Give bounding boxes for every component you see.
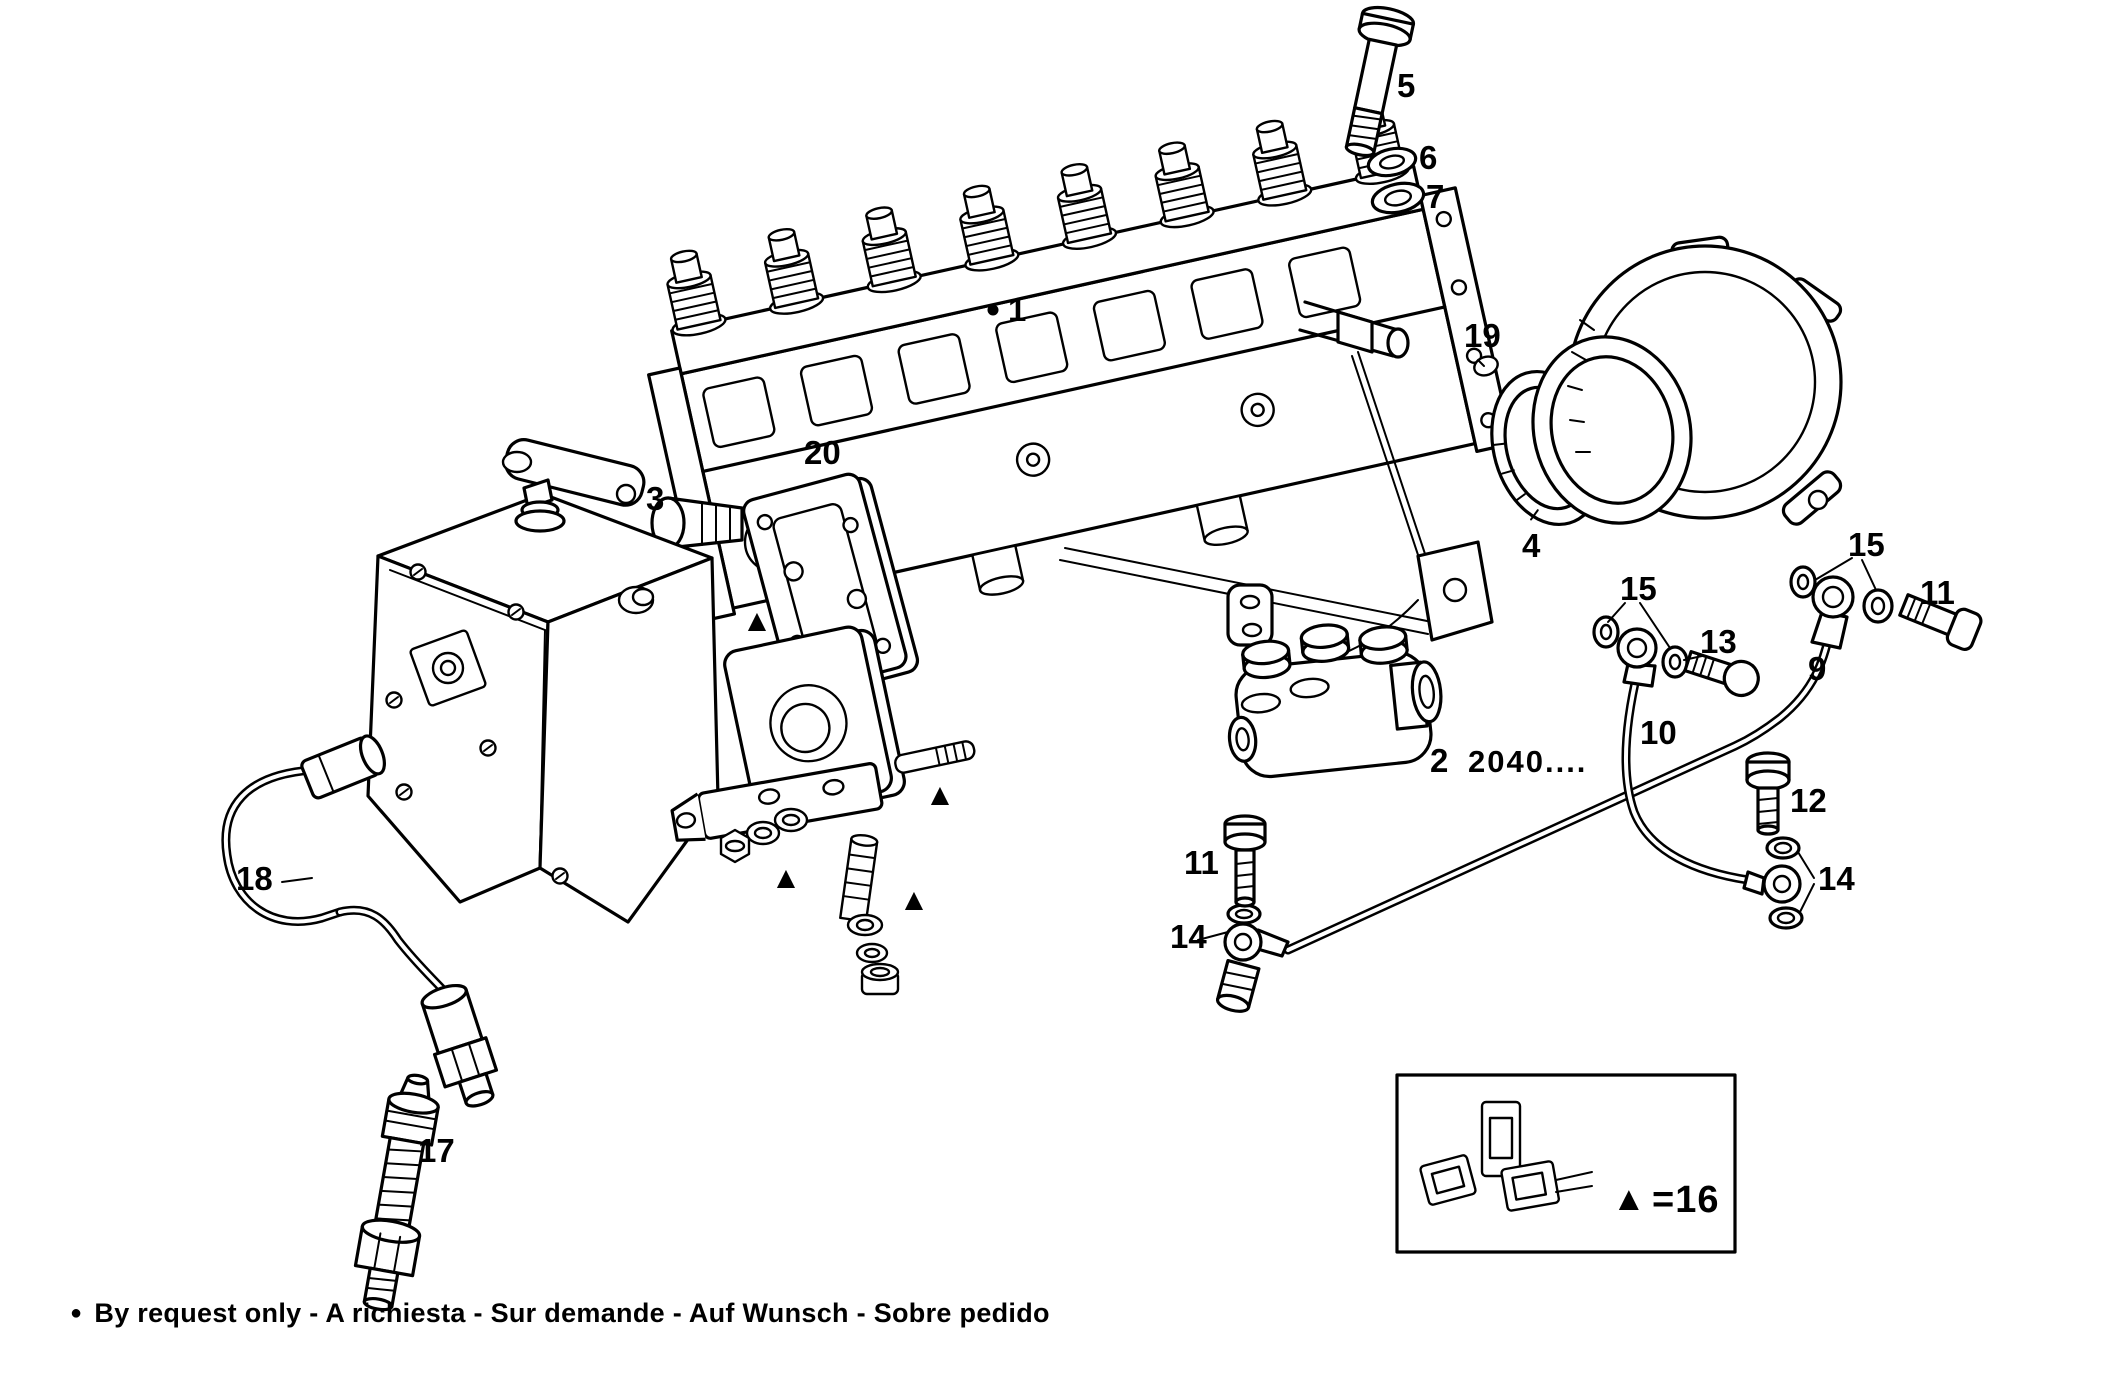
part-label-11b: 11 [1184, 844, 1219, 881]
fuel-pipe-10 [1592, 615, 1804, 930]
triangle-marker-1: ▲ [742, 603, 773, 638]
part-label-2: 2 [1430, 742, 1448, 779]
part-label-18: 18 [236, 860, 273, 897]
footnote: ● By request only - A richiesta - Sur dem… [70, 1298, 1050, 1329]
washer-6 [1366, 146, 1418, 178]
overflow-valve [1227, 623, 1443, 779]
part-label-5: 5 [1397, 67, 1415, 104]
part-label-15a: 15 [1848, 526, 1885, 563]
triangle-marker-2: ▲ [925, 777, 956, 812]
part-label-15b: 15 [1620, 570, 1657, 607]
part-label-2-code: 2040.... [1468, 744, 1587, 779]
mounting-bracket [670, 762, 884, 842]
governor-housing [366, 438, 720, 924]
part-label-12: 12 [1790, 782, 1827, 819]
part-label-11a: 11 [1920, 574, 1955, 611]
part-label-17: 17 [418, 1132, 455, 1169]
bolt-5 [1344, 5, 1416, 158]
part-label-14b: 14 [1170, 918, 1207, 955]
leader-lines [281, 557, 1877, 941]
legend-box: ▲ =16 [1395, 1073, 1737, 1254]
triangle-marker-4: ▲ [899, 882, 930, 917]
part-label-3: 3 [646, 480, 664, 517]
fuel-pipe-9 [1215, 565, 1894, 1013]
pump-base-edge [1059, 540, 1494, 666]
bolt-11-right [1898, 593, 1983, 652]
footnote-bullet-icon: ● [70, 1302, 83, 1324]
bolt-11-left [1223, 814, 1267, 908]
part-label-19: 19 [1464, 317, 1501, 354]
stud-horizontal [894, 740, 976, 774]
bolt-12 [1745, 751, 1791, 836]
pump-mounting-lug [1226, 583, 1274, 647]
part-label-13: 13 [1700, 623, 1737, 660]
bracket-nuts [719, 807, 809, 864]
part-label-10: 10 [1640, 714, 1677, 751]
legend-triangle-symbol: ▲ [1612, 1180, 1646, 1218]
triangle-markers: ▲ ▲ ▲ ▲ [742, 603, 956, 917]
footnote-text: By request only - A richiesta - Sur dema… [94, 1298, 1050, 1328]
stud-washers [846, 913, 900, 996]
stud-vertical [839, 833, 879, 923]
timing-cover [1531, 235, 1843, 526]
clip-19 [1473, 355, 1499, 377]
part-label-6: 6 [1419, 139, 1437, 176]
part-label-14a: 14 [1818, 860, 1855, 897]
washer-7 [1370, 181, 1426, 215]
triangle-marker-3: ▲ [771, 860, 802, 895]
part-label-4: 4 [1522, 527, 1541, 564]
threaded-fitting-17 [353, 1073, 440, 1312]
part-label-9: 9 [1808, 650, 1826, 687]
pump-side-outlet [1298, 300, 1435, 586]
by-request-dot [987, 304, 999, 316]
part-label-1: 1 [1008, 291, 1026, 328]
part-label-20: 20 [804, 434, 841, 471]
fuel-pipe-18 [221, 734, 499, 1108]
legend-value: =16 [1652, 1179, 1719, 1221]
part-label-7: 7 [1426, 178, 1444, 215]
bolt-13 [1683, 650, 1760, 698]
